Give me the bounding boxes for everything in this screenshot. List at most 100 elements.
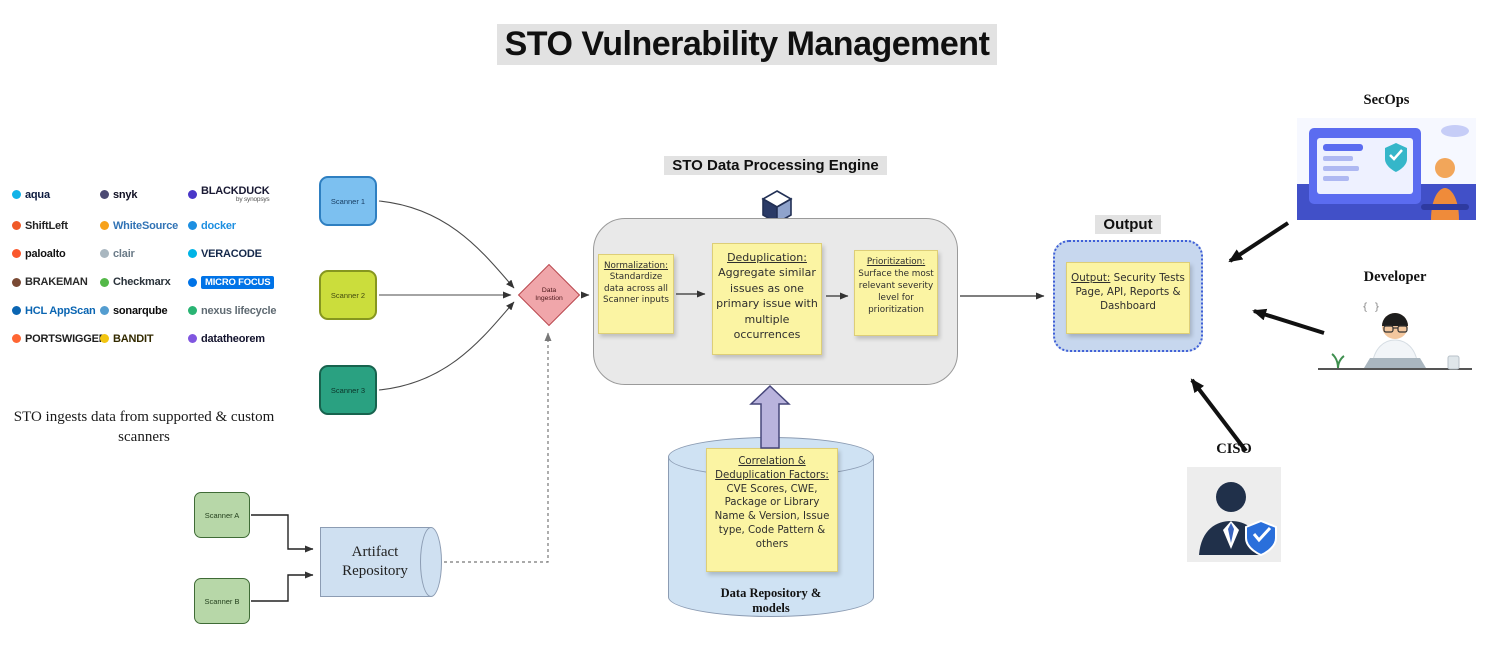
logo-label: paloalto — [25, 247, 66, 260]
logo-label: nexus lifecycle — [201, 304, 277, 317]
logo-label: HCL AppScan — [25, 304, 96, 317]
logo-label: BLACKDUCK — [201, 185, 270, 197]
scanner1-to-ingestion-arrow — [378, 200, 515, 289]
developer-label: Developer — [1363, 269, 1427, 285]
logo-label: ShiftLeft — [25, 219, 68, 232]
scanner-1-node: Scanner 1 — [319, 176, 377, 226]
sonarqube-icon — [100, 306, 109, 315]
hcl-appscan-icon — [12, 306, 21, 315]
brakeman-icon — [12, 277, 21, 287]
logo-label: PORTSWIGGER — [25, 332, 107, 345]
data-ingestion-node: Data Ingestion — [517, 263, 581, 327]
logo-label: aqua — [25, 188, 50, 201]
logo-whitesource: WhiteSource — [100, 220, 188, 232]
logo-label: VERACODE — [201, 247, 262, 260]
svg-text:{ }: { } — [1362, 302, 1380, 313]
clair-icon — [100, 249, 109, 258]
bandit-icon — [100, 334, 109, 343]
logo-shiftleft: ShiftLeft — [12, 220, 100, 232]
logo-checkmarx: Checkmarx — [100, 276, 188, 288]
logo-label: sonarqube — [113, 304, 168, 317]
logo-microfocus: MICRO FOCUS — [188, 275, 278, 289]
note-heading: Normalization: — [603, 261, 669, 271]
logo-label: WhiteSource — [113, 219, 179, 232]
note-body: Aggregate similar issues as one primary … — [716, 266, 818, 341]
logo-sublabel: by synopsys — [235, 196, 270, 203]
scanner-b-to-artifact-arrow — [251, 571, 314, 602]
logo-nexus-lifecycle: nexus lifecycle — [188, 305, 278, 317]
logo-label: BANDIT — [113, 332, 154, 345]
engine-title: STO Data Processing Engine — [664, 156, 887, 175]
logo-datatheorem: datatheorem — [188, 333, 278, 345]
artifact-end-cap — [420, 527, 442, 597]
whitesource-icon — [100, 221, 109, 230]
logo-label: Checkmarx — [113, 276, 171, 288]
secops-to-output-arrow — [1228, 221, 1290, 263]
page-title-wrap: STO Vulnerability Management — [0, 24, 1494, 65]
logo-label: clair — [113, 247, 135, 260]
deduplication-note: Deduplication: Aggregate similar issues … — [712, 243, 822, 355]
scanner-b-node: Scanner B — [194, 578, 250, 624]
scanner-a-node: Scanner A — [194, 492, 250, 538]
note-heading: Deduplication: — [727, 251, 807, 264]
scanner-a-to-artifact-arrow — [251, 514, 314, 553]
logo-paloalto: paloalto — [12, 248, 100, 260]
data-repository-label: Data Repository & models — [720, 586, 822, 615]
ciso-illustration — [1187, 467, 1281, 562]
output-note: Output: Security Tests Page, API, Report… — [1066, 262, 1190, 334]
logo-veracode: VERACODE — [188, 248, 278, 260]
artifact-to-ingestion-dotted-arrow — [444, 332, 552, 563]
developer-illustration: { } — [1310, 290, 1480, 375]
logos-caption: STO ingests data from supported & custom… — [13, 409, 275, 445]
logo-sonarqube: sonarqube — [100, 305, 188, 317]
datatheorem-icon — [188, 334, 197, 343]
logo-brakeman: BRAKEMAN — [12, 276, 100, 288]
logo-hcl-appscan: HCL AppScan — [12, 305, 100, 317]
secops-label: SecOps — [1363, 92, 1410, 108]
note-body: CVE Scores, CWE, Package or Library Name… — [714, 483, 830, 550]
logo-aqua: aqua — [12, 189, 100, 201]
scanner-2-label: Scanner 2 — [330, 290, 366, 300]
artifact-repository-label: Artifact Repository — [342, 543, 408, 580]
scanner3-to-ingestion-arrow — [378, 301, 515, 391]
output-title: Output — [1095, 215, 1161, 234]
engine-title-wrap: STO Data Processing Engine — [593, 156, 958, 175]
artifact-body — [320, 527, 431, 597]
microfocus-icon — [188, 277, 197, 287]
note-heading: Output: — [1071, 272, 1111, 284]
portswigger-icon — [12, 334, 21, 343]
data-ingestion-label: Data Ingestion — [535, 286, 563, 302]
scanner-3-label: Scanner 3 — [330, 385, 366, 395]
nexus-icon — [188, 306, 197, 315]
logo-label: BRAKEMAN — [25, 276, 88, 288]
blackduck-icon — [188, 190, 197, 200]
logo-portswigger: PORTSWIGGER — [12, 333, 107, 345]
checkmarx-icon — [100, 277, 109, 287]
ciso-label: CISO — [1216, 441, 1252, 457]
secops-illustration — [1297, 118, 1476, 220]
normalization-note: Normalization: Standardize data across a… — [598, 254, 674, 334]
logo-label: docker — [201, 219, 236, 232]
output-title-wrap: Output — [1053, 215, 1203, 234]
logo-snyk: snyk — [100, 189, 188, 201]
shiftleft-icon — [12, 221, 21, 230]
note-body: Surface the most relevant severity level… — [858, 268, 934, 315]
scanner-a-label: Scanner A — [204, 510, 240, 520]
paloalto-icon — [12, 249, 21, 258]
note-heading: Prioritization: — [866, 257, 926, 267]
artifact-repository-node: Artifact Repository — [320, 527, 442, 597]
scanner-1-label: Scanner 1 — [330, 196, 366, 206]
note-body: Security Tests Page, API, Reports & Dash… — [1075, 272, 1185, 312]
veracode-icon — [188, 249, 197, 258]
logo-label: datatheorem — [201, 332, 265, 345]
aqua-icon — [12, 190, 21, 200]
scanner-3-node: Scanner 3 — [319, 365, 377, 415]
note-heading: Correlation & Deduplication Factors: — [715, 456, 829, 481]
logo-label: snyk — [113, 188, 138, 201]
page-title: STO Vulnerability Management — [496, 24, 998, 65]
correlation-note: Correlation & Deduplication Factors: CVE… — [706, 448, 838, 572]
note-body: Standardize data across all Scanner inpu… — [603, 272, 669, 306]
